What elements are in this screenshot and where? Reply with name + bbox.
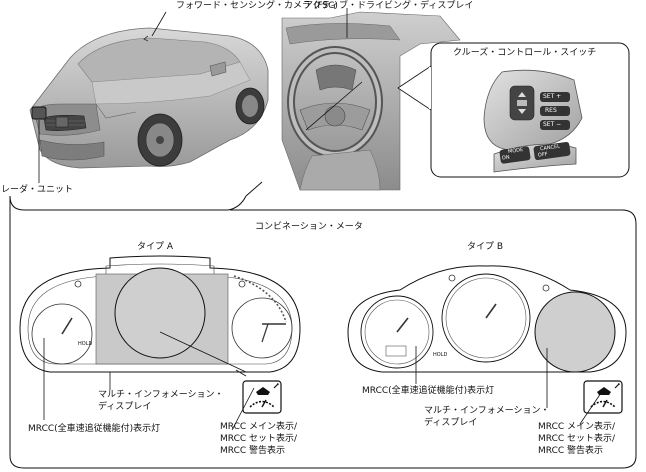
mrcc-display-a-line3: MRCC 警告表示 — [220, 446, 285, 456]
set-plus-button: SET + — [543, 93, 562, 100]
dashboard-illustration — [281, 8, 461, 191]
mrcc-display-b-line1: MRCC メイン表示/ — [538, 422, 616, 432]
mrcc-lamp-b-label: MRCC(全車速追従機能付)表示灯 — [362, 386, 495, 396]
active-display-label: アクティブ・ドライビング・ディスプレイ — [304, 1, 474, 11]
type-b-label: タイプ B — [467, 242, 504, 252]
mid-b-label-line2: ディスプレイ — [424, 418, 478, 428]
mrcc-display-b-line2: MRCC セット表示/ — [538, 434, 616, 444]
callout-line-display — [305, 81, 363, 131]
on-button: ON — [501, 154, 511, 162]
cruise-switch-callout — [397, 42, 630, 178]
meter-frame — [9, 196, 637, 469]
mrcc-lamp-a-label: MRCC(全車速追従機能付)表示灯 — [28, 424, 161, 434]
hold-indicator-a: HOLD — [78, 341, 93, 347]
type-b-cluster — [347, 265, 627, 373]
mid-a-label-line2: ディスプレイ — [98, 402, 152, 412]
mid-b-label-line1: マルチ・インフォメーション・ — [424, 406, 550, 416]
type-a-cluster — [19, 255, 301, 373]
leader-lines — [43, 331, 604, 431]
mrcc-display-a-line1: MRCC メイン表示/ — [220, 422, 298, 432]
mrcc-display-b-line3: MRCC 警告表示 — [538, 446, 603, 456]
mrcc-icon-b — [583, 380, 623, 414]
mrcc-icon-a — [242, 380, 282, 414]
combination-meter-label: コンビネーション・メータ — [255, 222, 363, 232]
car-illustration — [29, 11, 269, 183]
res-button: RES — [545, 107, 557, 114]
cruise-switch-label: クルーズ・コントロール・スイッチ — [453, 48, 597, 58]
meter-frame-top-left — [9, 195, 247, 211]
type-a-label: タイプ A — [137, 242, 174, 252]
hold-indicator-b: HOLD — [433, 352, 448, 358]
radar-label: レーダ・ユニット — [1, 185, 74, 195]
mid-a-label-line1: マルチ・インフォメーション・ — [98, 390, 224, 400]
mrcc-display-a-line2: MRCC セット表示/ — [220, 434, 298, 444]
fsc-label: フォワード・センシング・カメラ (FSC) — [176, 1, 338, 11]
set-minus-button: SET − — [543, 121, 562, 128]
